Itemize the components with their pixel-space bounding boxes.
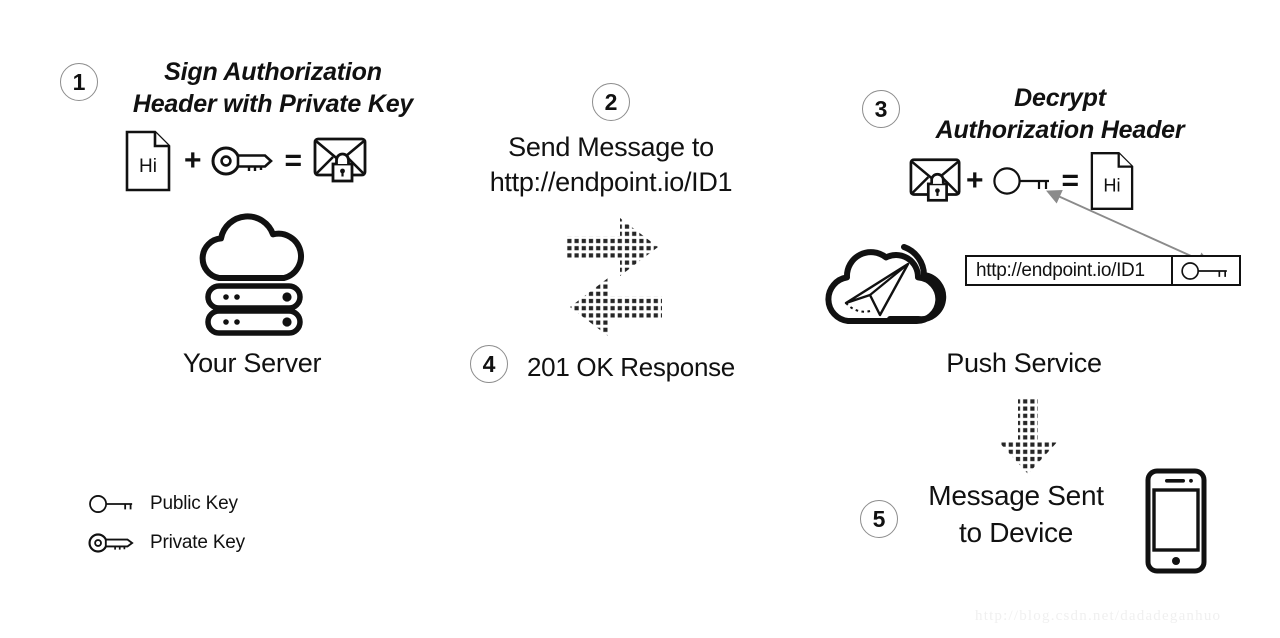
step-4-number: 4 [482, 350, 496, 377]
step-5-number: 5 [872, 505, 886, 532]
legend-label-public-key: Public Key [150, 493, 238, 514]
dotted-arrow-right-icon [566, 216, 662, 278]
step-1-formula: Hi + = [124, 126, 374, 196]
private-key-icon [88, 531, 136, 555]
mobile-device-icon [1145, 468, 1207, 574]
step-1-plus: + [184, 144, 202, 177]
push-service-icon [818, 233, 950, 333]
step-5-badge: 5 [860, 500, 898, 538]
step-3-title-line2: Authorization Header [935, 116, 1185, 144]
step-5-label-line1: Message Sent [928, 480, 1104, 511]
step-1-number: 1 [72, 68, 86, 95]
step-3-plus: + [966, 164, 984, 197]
endpoint-public-key-cell [1171, 257, 1239, 284]
step-1-title-line1: Sign Authorization [164, 58, 382, 86]
dotted-arrow-left-icon [566, 276, 662, 338]
private-key-icon [211, 144, 275, 178]
document-hi-icon: Hi [124, 130, 172, 192]
step-2-number: 2 [604, 88, 618, 115]
public-key-icon [992, 165, 1054, 197]
dotted-arrow-down-icon [993, 398, 1063, 476]
step-2-title: Send Message to http://endpoint.io/ID1 [451, 130, 771, 200]
legend-item-private-key: Private Key [88, 531, 245, 555]
endpoint-url-text: http://endpoint.io/ID1 [976, 259, 1145, 281]
push-service-caption: Push Service [946, 348, 1102, 378]
step-4-label: 201 OK Response [527, 352, 735, 382]
step-2-title-line1: Send Message to [508, 132, 714, 162]
public-key-icon [1180, 261, 1232, 281]
legend-item-public-key: Public Key [88, 493, 238, 515]
step-2-title-line2: http://endpoint.io/ID1 [489, 167, 733, 197]
step-5-label-line2: to Device [958, 517, 1074, 548]
step-3-badge: 3 [862, 90, 900, 128]
step-3-title: Decrypt Authorization Header [910, 82, 1210, 146]
step-1-title-line2: Header with Private Key [132, 90, 414, 118]
your-server-icon [186, 213, 318, 336]
legend-label-private-key: Private Key [150, 532, 245, 553]
document-hi-label: Hi [139, 156, 157, 177]
step-5-label: Message Sent to Device [908, 477, 1124, 551]
your-server-caption: Your Server [182, 348, 322, 378]
step-3-number: 3 [874, 95, 888, 122]
step-3-title-line1: Decrypt [1014, 84, 1106, 112]
public-key-icon [88, 493, 136, 515]
watermark-text: http://blog.csdn.net/dadadeganhuo [975, 608, 1222, 624]
step-1-equals: = [284, 144, 303, 177]
locked-envelope-icon [312, 133, 370, 189]
step-4-badge: 4 [470, 345, 508, 383]
locked-envelope-icon [908, 154, 964, 208]
endpoint-lookup-box[interactable]: http://endpoint.io/ID1 [965, 255, 1241, 286]
step-1-badge: 1 [60, 63, 98, 101]
step-3-equals: = [1061, 164, 1080, 197]
step-1-title: Sign Authorization Header with Private K… [108, 56, 438, 120]
step-2-badge: 2 [592, 83, 630, 121]
key-lookup-arrow-icon [1046, 190, 1213, 270]
